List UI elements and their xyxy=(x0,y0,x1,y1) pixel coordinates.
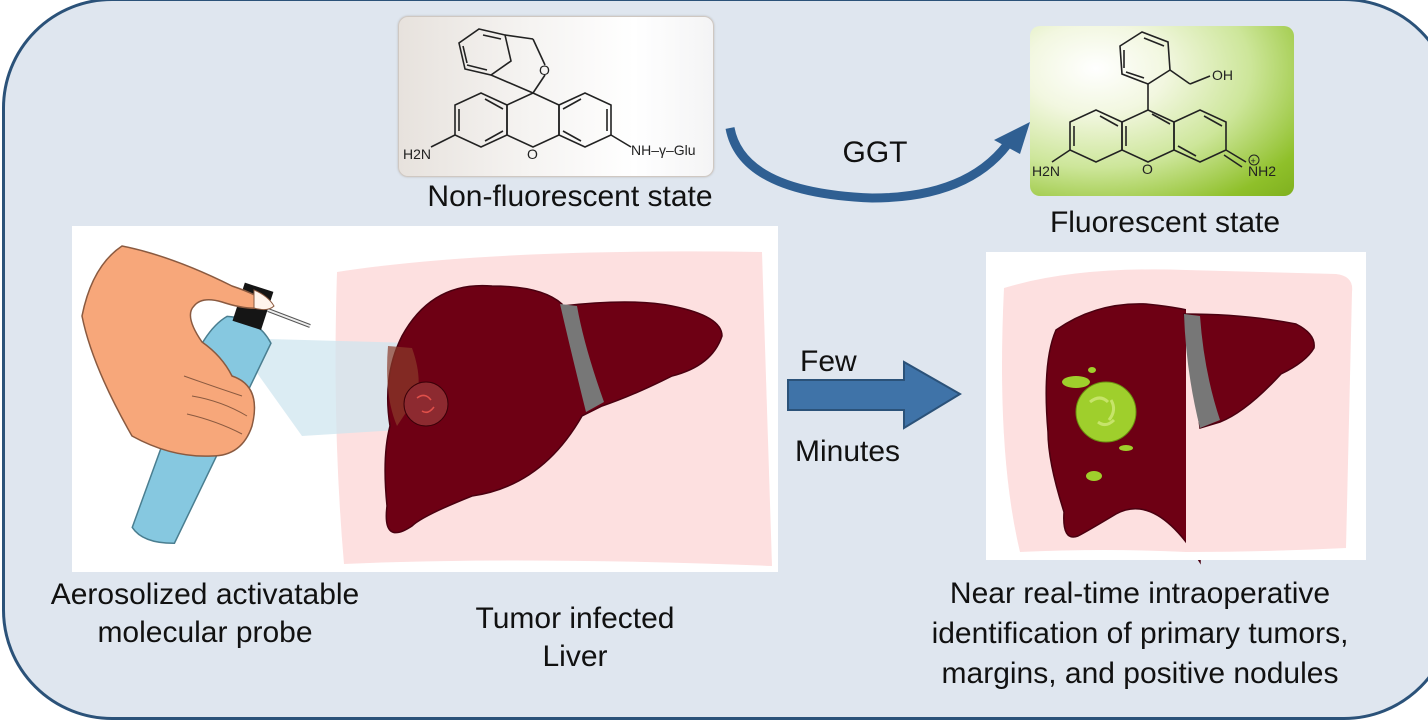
liver-left-lobe xyxy=(1183,270,1353,552)
liver-with-tumor xyxy=(384,284,723,534)
product-label: Fluorescent state xyxy=(1049,206,1281,239)
product-structure-box: OH O H2N NH2 + xyxy=(1030,26,1294,196)
substrate-structure-box: O O H2N NH–γ–Glu xyxy=(398,16,714,177)
fluorescent-tumor xyxy=(1075,381,1137,443)
charge-symbol: + xyxy=(1251,156,1256,166)
result-caption-line2: identification of primary tumors, xyxy=(931,617,1349,650)
fluorescence-result-panel xyxy=(986,252,1242,565)
amine-group: H2N xyxy=(403,146,431,162)
glutamyl-group: NH–γ–Glu xyxy=(631,142,696,158)
ring-oxygen-atom: O xyxy=(527,146,538,162)
positive-nodule xyxy=(1086,471,1102,481)
time-progress-arrow xyxy=(787,360,962,430)
result-caption-line1: Near real-time intraoperative xyxy=(949,577,1331,610)
result-caption-line3: margins, and positive nodules xyxy=(941,657,1339,690)
positive-nodule xyxy=(1088,367,1096,373)
fluorescent-liver-illustration xyxy=(1002,269,1242,565)
positive-charge-icon xyxy=(1248,154,1260,166)
positive-nodule xyxy=(1119,445,1133,451)
time-label-top: Few xyxy=(800,345,857,378)
liver-caption-line2: Liver xyxy=(542,640,608,673)
hydroxyl-group: OH xyxy=(1212,67,1233,83)
spray-illustration xyxy=(81,245,772,566)
iminium-group: NH2 xyxy=(1248,163,1276,179)
spray-caption: Aerosolized activatable molecular probe xyxy=(10,576,400,652)
enzyme-label: GGT xyxy=(842,136,908,169)
spray-caption-line1: Aerosolized activatable xyxy=(50,578,360,611)
hand xyxy=(81,245,275,457)
spray-caption-line2: molecular probe xyxy=(97,616,313,649)
substrate-label: Non-fluorescent state xyxy=(427,180,713,213)
product-structure: OH O H2N NH2 + xyxy=(1032,31,1276,179)
lactone-oxygen-atom: O xyxy=(539,62,550,78)
spray-application-panel xyxy=(72,226,778,572)
substrate-structure: O O H2N NH–γ–Glu xyxy=(403,28,696,162)
enzyme-reaction-arrow xyxy=(725,122,1030,203)
amine-group: H2N xyxy=(1032,163,1060,179)
positive-nodule xyxy=(1062,376,1090,388)
time-label-bottom: Minutes xyxy=(795,435,901,468)
ring-oxygen-atom: O xyxy=(1142,161,1153,177)
fluorescence-result-panel-right xyxy=(1183,252,1366,560)
liver-caption-line1: Tumor infected xyxy=(475,602,675,635)
result-caption: Near real-time intraoperative identifica… xyxy=(880,574,1400,694)
liver-caption: Tumor infected Liver xyxy=(430,600,720,676)
tumor xyxy=(403,381,449,427)
